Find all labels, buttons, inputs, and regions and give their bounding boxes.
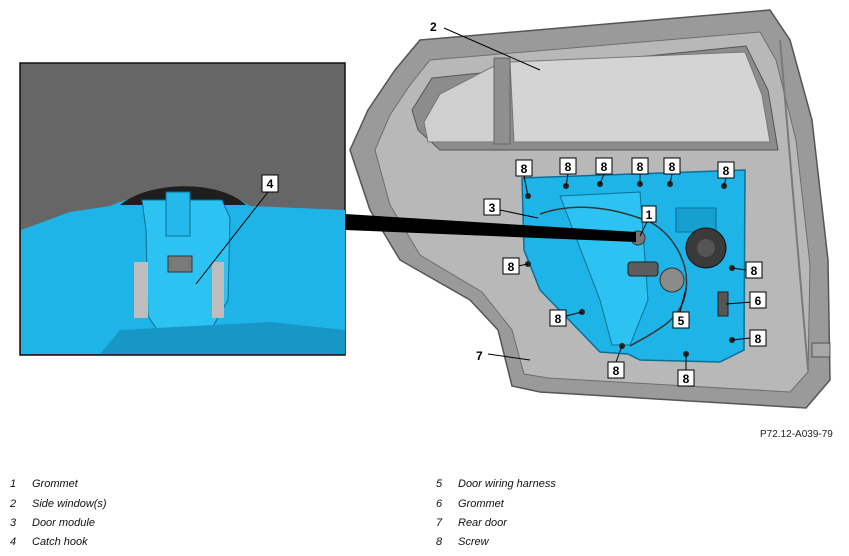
- svg-text:8: 8: [521, 162, 528, 176]
- catch-hook-tab: [165, 191, 191, 237]
- callout-badge-8h: 8: [745, 261, 763, 279]
- svg-text:8: 8: [755, 332, 762, 346]
- leader-line-5: [679, 287, 687, 313]
- leader-line-8i: [565, 311, 583, 317]
- window-glass-rear: [509, 51, 771, 143]
- legend-number: 5: [436, 478, 443, 490]
- callout-badge-8d: 8: [631, 157, 649, 175]
- callout-badge-8a: 8: [515, 159, 533, 177]
- legend-item-7: 7 Rear door: [436, 517, 507, 529]
- detail-inset: [19, 62, 636, 356]
- leader-line-1: [639, 219, 649, 237]
- callout-badge-1: 1: [641, 205, 657, 223]
- callout-badge-8i: 8: [549, 309, 567, 327]
- callout-badge-8b: 8: [559, 157, 577, 175]
- svg-text:8: 8: [669, 160, 676, 174]
- window-glass-quarter: [423, 65, 499, 143]
- svg-text:8: 8: [723, 164, 730, 178]
- legend-label: Catch hook: [32, 536, 88, 548]
- svg-text:1: 1: [646, 208, 653, 222]
- svg-text:8: 8: [565, 160, 572, 174]
- door-hinge-bracket: [811, 342, 831, 358]
- leader-line-8k: [615, 345, 623, 363]
- callout-badge-8k: 8: [607, 361, 625, 379]
- speaker-cone: [697, 239, 715, 257]
- svg-text:8: 8: [637, 160, 644, 174]
- legend-number: 4: [10, 536, 17, 548]
- svg-text:8: 8: [601, 160, 608, 174]
- svg-text:6: 6: [755, 294, 762, 308]
- leader-line-2: [443, 27, 541, 71]
- svg-text:8: 8: [508, 260, 515, 274]
- door-edge-line: [779, 39, 809, 371]
- door-edge-details: [779, 39, 831, 371]
- detail-gray-insert-right: [212, 262, 224, 318]
- leader-line-7: [487, 353, 531, 361]
- legend-label: Side window(s): [32, 498, 107, 510]
- window-motor: [627, 261, 659, 277]
- legend-item-5: 5 Door wiring harness: [436, 478, 556, 490]
- callout-badge-8j: 8: [749, 329, 767, 347]
- window-divider-bar: [493, 57, 511, 145]
- legend-item-6: 6 Grommet: [436, 498, 504, 510]
- legend-item-3: 3 Door module: [10, 517, 95, 529]
- leader-line-8c: [599, 173, 605, 185]
- legend-number: 7: [436, 517, 443, 529]
- legend-item-8: 8 Screw: [436, 536, 489, 548]
- leader-line-8a: [523, 175, 529, 197]
- rear-door-diagram: 2 7 1 3 4 5 6 8 8 8 8 8 8: [19, 9, 831, 409]
- window-motor-gear: [659, 267, 685, 293]
- callout-badge-8e: 8: [663, 157, 681, 175]
- legend-label: Screw: [458, 536, 489, 548]
- svg-text:4: 4: [267, 177, 274, 191]
- callout-2: 2: [430, 20, 437, 34]
- callout-badge-4: 4: [261, 174, 279, 193]
- legend-label: Door module: [32, 517, 95, 529]
- svg-text:8: 8: [555, 312, 562, 326]
- legend-number: 6: [436, 498, 443, 510]
- legend-number: 3: [10, 517, 17, 529]
- figure-reference-code: P72.12-A039-79: [760, 429, 833, 440]
- detail-gray-insert-left: [134, 262, 148, 318]
- leader-line-8f: [723, 177, 727, 187]
- svg-text:8: 8: [683, 372, 690, 386]
- callout-badge-8l: 8: [677, 369, 695, 387]
- legend-label: Grommet: [32, 478, 78, 490]
- leader-line-8g: [517, 263, 529, 267]
- door-wiring-harness: [539, 206, 688, 347]
- detail-lower-panel: [100, 322, 345, 354]
- svg-text:5: 5: [678, 314, 685, 328]
- callout-badge-6: 6: [749, 291, 767, 309]
- legend-item-4: 4 Catch hook: [10, 536, 88, 548]
- leader-line-3: [499, 209, 539, 219]
- legend-label: Rear door: [458, 517, 507, 529]
- callout-badge-8g: 8: [502, 257, 520, 275]
- leader-line-8e: [669, 173, 673, 185]
- callout-7: 7: [476, 349, 483, 363]
- side-window: [423, 51, 771, 145]
- leader-lines: [195, 27, 753, 370]
- detail-connector: [345, 214, 636, 242]
- callout-badge-8f: 8: [717, 161, 735, 179]
- legend-label: Grommet: [458, 498, 504, 510]
- legend-number: 1: [10, 478, 17, 490]
- leader-line-6: [725, 301, 753, 305]
- leader-line-4: [195, 191, 269, 285]
- legend-number: 2: [10, 498, 17, 510]
- legend-label: Door wiring harness: [458, 478, 556, 490]
- svg-text:8: 8: [613, 364, 620, 378]
- leader-line-8h: [731, 267, 747, 271]
- leader-line-8j: [731, 337, 751, 341]
- catch-hook-latch: [167, 255, 193, 273]
- callout-badge-8c: 8: [595, 157, 613, 175]
- legend-number: 8: [436, 536, 443, 548]
- legend-item-2: 2 Side window(s): [10, 498, 107, 510]
- legend-item-1: 1 Grommet: [10, 478, 78, 490]
- leader-line-8b: [565, 173, 569, 187]
- callout-badge-3: 3: [483, 198, 501, 216]
- svg-text:8: 8: [751, 264, 758, 278]
- callout-badge-5: 5: [672, 311, 690, 329]
- svg-text:3: 3: [489, 201, 496, 215]
